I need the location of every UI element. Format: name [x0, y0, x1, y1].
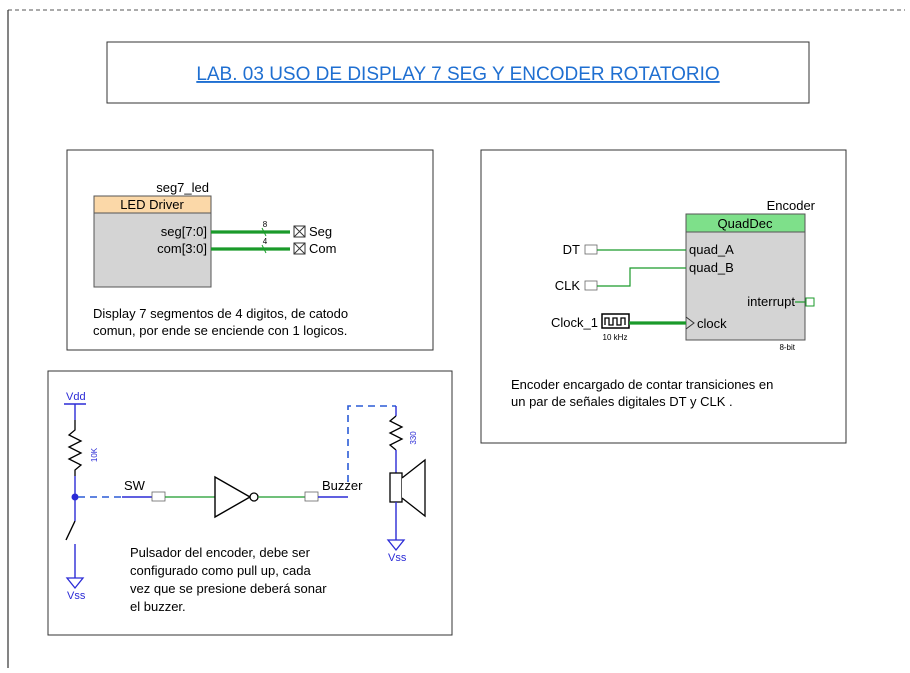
com-output-pin[interactable]: [293, 242, 306, 255]
sw-junction-dot: [71, 493, 79, 501]
dt-pin-label: DT: [563, 242, 580, 257]
clock-edge-marker: [685, 316, 695, 330]
quaddec-pin-a: quad_A: [689, 242, 734, 257]
seg-bus-width: 8: [263, 220, 268, 229]
ground-symbol-right: [386, 539, 406, 552]
quaddec-component-name: QuadDec: [718, 216, 773, 231]
seg-output-pin[interactable]: [293, 225, 306, 238]
led-note-line1: Display 7 segmentos de 4 digitos, de cat…: [93, 306, 348, 321]
seg-pin-label: Seg: [309, 224, 332, 239]
seg-bus-slash: [261, 227, 267, 237]
button-note-line2: configurado como pull up, cada: [130, 563, 311, 578]
vss-right-label: Vss: [388, 552, 407, 564]
button-note-line4: el buzzer.: [130, 599, 186, 614]
page-title: LAB. 03 USO DE DISPLAY 7 SEG Y ENCODER R…: [196, 64, 719, 85]
quaddec-pin-interrupt: interrupt: [747, 294, 795, 309]
buzzer-output-pin[interactable]: [304, 491, 319, 502]
buzzer-net-label: Buzzer: [322, 478, 363, 493]
clk-pin-label: CLK: [555, 278, 581, 293]
led-driver-panel: seg7_led LED Driver seg[7:0] com[3:0] 8 …: [66, 149, 434, 351]
quaddec-pin-b: quad_B: [689, 260, 734, 275]
pullup-resistor[interactable]: [67, 420, 83, 476]
pushbutton-switch[interactable]: [65, 520, 76, 541]
inverter-gate[interactable]: [214, 475, 252, 519]
vdd-label: Vdd: [66, 391, 86, 403]
encoder-note-line2: un par de señales digitales DT y CLK .: [511, 394, 733, 409]
clock-source-icon[interactable]: [601, 313, 630, 329]
resistor-330-label: 330: [409, 431, 418, 445]
resistor-10k-label: 10K: [90, 447, 99, 462]
title-box: LAB. 03 USO DE DISPLAY 7 SEG Y ENCODER R…: [106, 41, 810, 104]
led-pin-com: com[3:0]: [157, 241, 207, 256]
com-bus-width: 4: [263, 237, 268, 246]
interrupt-terminal[interactable]: [805, 297, 815, 307]
sw-net-label: SW: [124, 478, 146, 493]
sw-input-pin[interactable]: [151, 491, 166, 502]
quaddec-pin-clock: clock: [697, 316, 727, 331]
clk-wire: [597, 267, 686, 287]
led-instance-name: seg7_led: [156, 180, 209, 195]
clk-input-pin[interactable]: [584, 280, 598, 291]
clock1-frequency: 10 kHz: [603, 333, 628, 342]
dt-input-pin[interactable]: [584, 244, 598, 255]
resistor-330[interactable]: [388, 415, 404, 451]
encoder-instance-name: Encoder: [767, 198, 816, 213]
led-pin-seg: seg[7:0]: [161, 224, 207, 239]
ground-symbol-left: [65, 577, 85, 590]
vss-left-label: Vss: [67, 590, 86, 602]
buzzer-dashed-wire: [347, 405, 396, 482]
quaddec-resolution: 8-bit: [779, 343, 795, 352]
button-note-line3: vez que se presione deberá sonar: [130, 581, 327, 596]
led-component-name: LED Driver: [120, 197, 184, 212]
title-frame: [106, 41, 810, 104]
button-buzzer-panel: Vdd 10K Vss SW Buzzer 330: [47, 370, 453, 636]
com-bus-slash: [261, 244, 267, 254]
button-note-line1: Pulsador del encoder, debe ser: [130, 545, 311, 560]
led-driver-body[interactable]: [93, 212, 212, 288]
inverter-bubble: [249, 492, 259, 502]
com-pin-label: Com: [309, 241, 336, 256]
button-panel-frame: [47, 370, 453, 636]
quaddec-body[interactable]: [685, 231, 806, 341]
led-note-line2: comun, por ende se enciende con 1 logico…: [93, 323, 347, 338]
clock1-label: Clock_1: [551, 315, 598, 330]
encoder-panel: Encoder QuadDec quad_A quad_B interrupt …: [480, 149, 847, 444]
encoder-note-line1: Encoder encargado de contar transiciones…: [511, 377, 773, 392]
